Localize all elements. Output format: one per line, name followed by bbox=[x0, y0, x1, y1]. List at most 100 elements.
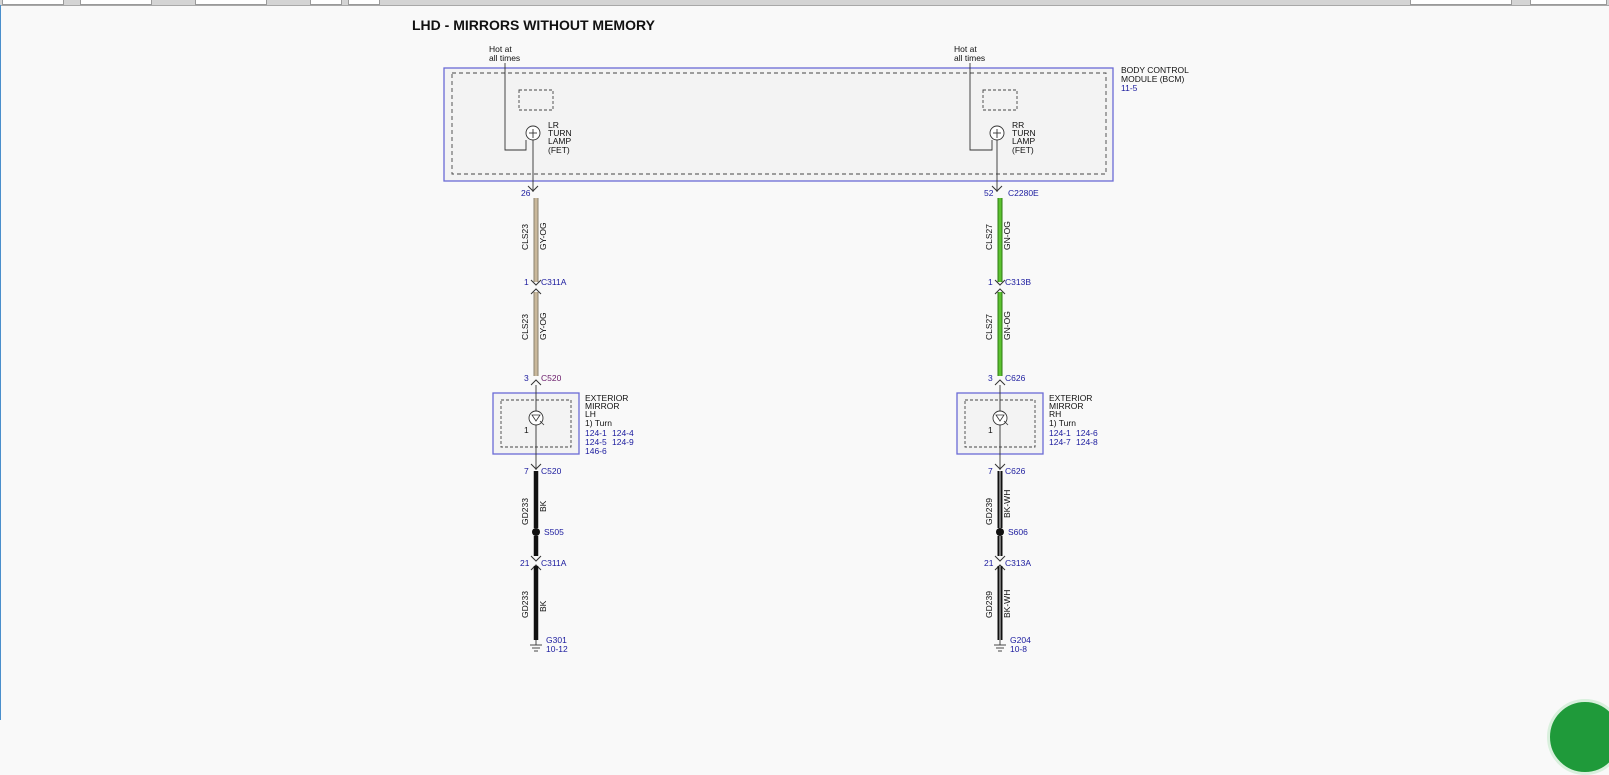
toolbar-button[interactable] bbox=[348, 0, 380, 5]
left-seg4-color: BK bbox=[538, 600, 548, 612]
left-c311b-pin: 21 bbox=[520, 558, 530, 568]
left-seg2-color: GY-OG bbox=[538, 312, 548, 340]
toolbar-field[interactable] bbox=[2, 0, 64, 5]
toolbar-search-input[interactable] bbox=[195, 0, 267, 5]
right-mirror-ref-1b: 124-6 bbox=[1076, 428, 1098, 438]
floating-action-button[interactable] bbox=[1547, 699, 1609, 775]
toolbar-button[interactable] bbox=[310, 0, 342, 5]
right-seg4-color: BK-WH bbox=[1002, 590, 1012, 618]
toolbar-field[interactable] bbox=[1530, 0, 1607, 5]
left-c311-pin: 1 bbox=[524, 277, 529, 287]
left-splice-icon bbox=[532, 528, 540, 536]
left-hot-label-2: all times bbox=[489, 53, 520, 63]
left-hot-label-1: Hot at bbox=[489, 44, 512, 54]
left-lamp-label-2: TURN bbox=[548, 128, 572, 138]
right-lamp-label-2: TURN bbox=[1012, 128, 1036, 138]
left-seg2-circuit: CLS23 bbox=[520, 314, 530, 340]
left-mirror-ref-2b: 124-9 bbox=[612, 437, 634, 447]
right-seg2-circuit: CLS27 bbox=[984, 314, 994, 340]
left-mirror-lamp-icon bbox=[528, 410, 544, 426]
left-seg4-circuit: GD233 bbox=[520, 591, 530, 618]
right-mirror-label-2: MIRROR bbox=[1049, 401, 1083, 411]
window-edge bbox=[0, 5, 1, 720]
right-hot-label-1: Hot at bbox=[954, 44, 977, 54]
right-power-feed bbox=[969, 63, 993, 151]
left-mirror-label-2: MIRROR bbox=[585, 401, 619, 411]
top-toolbar bbox=[0, 0, 1609, 6]
left-seg3-color: BK bbox=[538, 500, 548, 512]
left-power-feed bbox=[504, 63, 527, 151]
right-mirror-lamp-icon bbox=[992, 410, 1008, 426]
right-splice-label: S606 bbox=[1008, 527, 1028, 537]
left-lamp-label-3: LAMP bbox=[548, 136, 571, 146]
bcm-label-2: MODULE (BCM) bbox=[1121, 74, 1184, 84]
right-hot-label-2: all times bbox=[954, 53, 985, 63]
right-mirror-num: 1 bbox=[988, 425, 993, 435]
right-fet-dashed-box bbox=[982, 89, 1018, 111]
left-mirror-ref-3a: 146-6 bbox=[585, 446, 607, 456]
right-mirror-in-pin: 3 bbox=[988, 373, 993, 383]
wiring-diagram: LHD - MIRRORS WITHOUT MEMORY BODY CONTRO… bbox=[412, 17, 1189, 654]
right-c313b-conn: C313A bbox=[1005, 558, 1031, 568]
right-mirror-ref-2b: 124-8 bbox=[1076, 437, 1098, 447]
diagram-title: LHD - MIRRORS WITHOUT MEMORY bbox=[412, 17, 656, 33]
left-c311-arrow-icon bbox=[530, 279, 542, 286]
right-lamp-label-1: RR bbox=[1012, 120, 1024, 130]
right-ground-label: G204 bbox=[1010, 635, 1031, 645]
left-mirror-out-conn: C520 bbox=[541, 466, 562, 476]
left-bcm-pin: 26 bbox=[521, 188, 531, 198]
right-c313-conn: C313B bbox=[1005, 277, 1031, 287]
right-mirror-label-1: EXTERIOR bbox=[1049, 393, 1092, 403]
right-seg3-circuit: GD239 bbox=[984, 498, 994, 525]
bcm-frame bbox=[443, 67, 1114, 182]
right-seg3-color: BK-WH bbox=[1002, 490, 1012, 518]
right-mirror-out-pin: 7 bbox=[988, 466, 993, 476]
left-ground-icon bbox=[530, 640, 542, 652]
right-c313b-pin: 21 bbox=[984, 558, 994, 568]
left-splice-label: S505 bbox=[544, 527, 564, 537]
right-bcm-pin-arrow-icon bbox=[991, 185, 1003, 192]
right-mirror-in-conn: C626 bbox=[1005, 373, 1026, 383]
right-ground-icon bbox=[994, 640, 1006, 652]
right-seg1-circuit: CLS27 bbox=[984, 224, 994, 250]
right-mirror-ref-1a: 124-1 bbox=[1049, 428, 1071, 438]
left-lamp-label-1: LR bbox=[548, 120, 559, 130]
left-mirror-label-1: EXTERIOR bbox=[585, 393, 628, 403]
right-mirror-label-3: RH bbox=[1049, 409, 1061, 419]
left-mirror-in-conn: C520 bbox=[541, 373, 562, 383]
left-mirror-label-4: 1) Turn bbox=[585, 418, 612, 428]
right-bcm-pin: 52 bbox=[984, 188, 994, 198]
right-seg1-color: GN-OG bbox=[1002, 221, 1012, 250]
right-mirror-ref-2a: 124-7 bbox=[1049, 437, 1071, 447]
bcm-inner-frame bbox=[451, 72, 1107, 175]
left-c311b-conn: C311A bbox=[541, 558, 567, 568]
left-seg3-circuit: GD233 bbox=[520, 498, 530, 525]
left-ground-ref: 10-12 bbox=[546, 644, 568, 654]
right-lamp-label-4: (FET) bbox=[1012, 145, 1034, 155]
left-ground-label: G301 bbox=[546, 635, 567, 645]
left-seg1-color: GY-OG bbox=[538, 222, 548, 250]
left-mirror-num: 1 bbox=[524, 425, 529, 435]
bcm-ref: 11-5 bbox=[1121, 83, 1138, 93]
left-lamp-label-4: (FET) bbox=[548, 145, 570, 155]
right-splice-icon bbox=[996, 528, 1004, 536]
right-seg4-circuit: GD239 bbox=[984, 591, 994, 618]
bcm-label-1: BODY CONTROL bbox=[1121, 65, 1189, 75]
toolbar-dropdown[interactable] bbox=[80, 0, 152, 5]
left-circuit: Hot at all times LR TURN LAMP (FET) 26 C… bbox=[489, 44, 634, 654]
right-c313-pin: 1 bbox=[988, 277, 993, 287]
left-mirror-in-pin: 3 bbox=[524, 373, 529, 383]
left-bcm-pin-arrow-icon bbox=[527, 185, 539, 192]
right-bcm-conn: C2280E bbox=[1008, 188, 1039, 198]
right-mirror-out-conn: C626 bbox=[1005, 466, 1026, 476]
left-mirror-ref-1b: 124-4 bbox=[612, 428, 634, 438]
left-c311-conn: C311A bbox=[541, 277, 567, 287]
left-fet-dashed-box bbox=[518, 89, 554, 111]
right-mirror-label-4: 1) Turn bbox=[1049, 418, 1076, 428]
left-mirror-ref-2a: 124-5 bbox=[585, 437, 607, 447]
right-seg2-color: GN-OG bbox=[1002, 311, 1012, 340]
left-seg1-circuit: CLS23 bbox=[520, 224, 530, 250]
toolbar-field[interactable] bbox=[1410, 0, 1512, 5]
left-mirror-out-pin: 7 bbox=[524, 466, 529, 476]
right-circuit: Hot at all times RR TURN LAMP (FET) 52 C… bbox=[954, 44, 1098, 654]
